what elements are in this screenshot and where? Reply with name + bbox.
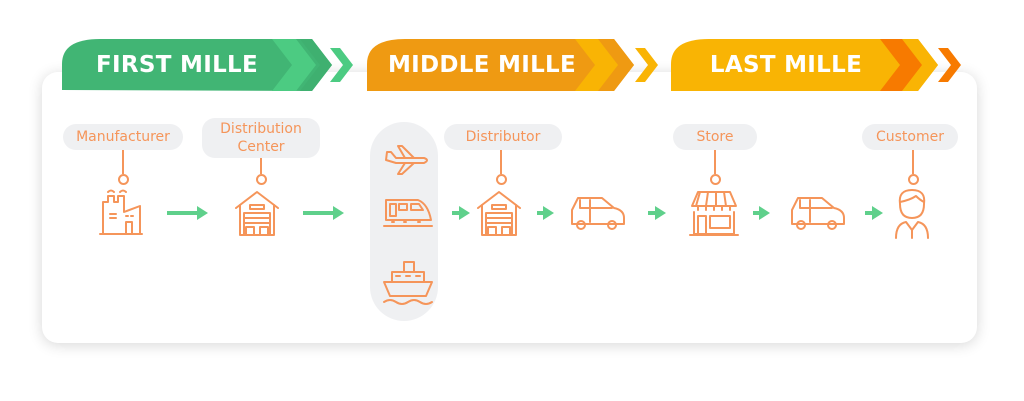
warehouse-icon (235, 191, 279, 236)
connector-line (260, 158, 262, 174)
chevron-icon (330, 48, 353, 82)
connector-line (912, 150, 914, 174)
last-mille-banner (671, 39, 961, 91)
distributor-label: Distributor (444, 124, 562, 150)
arrow-right-icon (452, 206, 470, 220)
connector-dot (908, 174, 919, 185)
connector-dot (118, 174, 129, 185)
ship-icon (383, 261, 433, 305)
connector-line (122, 150, 124, 174)
distribution-center-label: Distribution Center (202, 118, 320, 158)
train-icon (383, 199, 433, 227)
chevron-icon (938, 48, 961, 82)
middle-mille-banner (367, 39, 658, 91)
arrow-right-icon (167, 206, 208, 220)
arrow-right-icon (648, 206, 666, 220)
chevron-icon (635, 48, 658, 82)
connector-dot (496, 174, 507, 185)
manufacturer-label: Manufacturer (63, 124, 183, 150)
arrow-right-icon (865, 206, 883, 220)
store-icon (689, 191, 739, 236)
warehouse-icon (477, 191, 521, 236)
arrow-right-icon (753, 206, 770, 220)
connector-dot (256, 174, 267, 185)
store-label: Store (673, 124, 757, 150)
connector-dot (710, 174, 721, 185)
stage-title: FIRST MILLE (95, 52, 258, 78)
connector-line (714, 150, 716, 174)
customer-icon (895, 189, 929, 239)
car-icon (571, 197, 625, 230)
stage-title: MIDDLE MILLE (387, 52, 577, 78)
first-mille-banner (62, 39, 353, 91)
airplane-icon (385, 145, 428, 175)
arrow-right-icon (303, 206, 344, 220)
connector-line (500, 150, 502, 174)
car-icon (791, 197, 845, 230)
arrow-right-icon (537, 206, 554, 220)
factory-icon (99, 189, 143, 235)
customer-label: Customer (862, 124, 958, 150)
stage-title: LAST MILLE (709, 52, 863, 78)
